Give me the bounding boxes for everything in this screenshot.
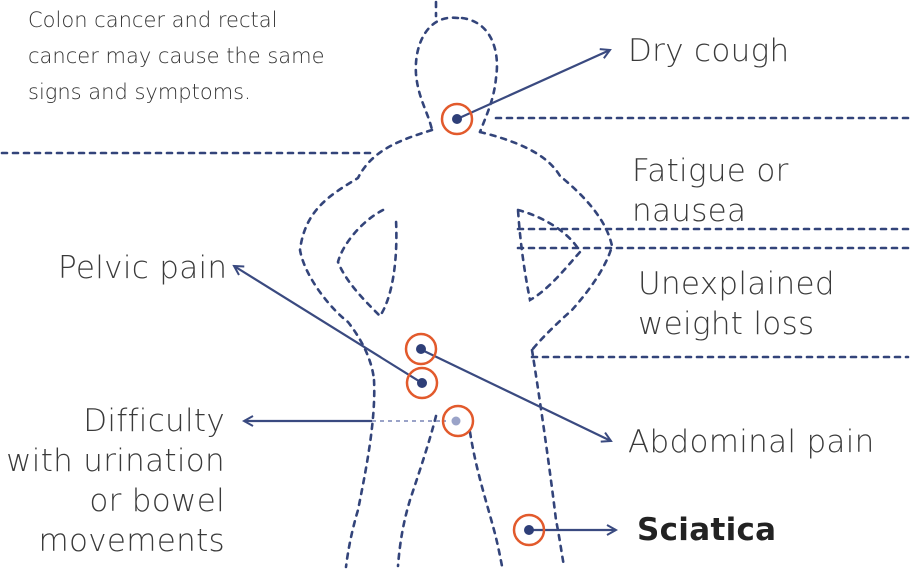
label-difficulty: Difficulty with urination or bowel movem… [6, 401, 225, 561]
intro-note-line: Colon cancer and rectal [28, 2, 325, 38]
marker-abdomen [406, 334, 436, 364]
intro-note: Colon cancer and rectal cancer may cause… [28, 2, 325, 110]
label-dry-cough: Dry cough [628, 31, 789, 71]
label-difficulty-line: or bowel [6, 481, 225, 521]
left-shoulder-outline [300, 130, 432, 380]
label-abdominal-pain: Abdominal pain [628, 422, 875, 462]
right-leg-outer [532, 350, 564, 566]
label-weight-loss-line: weight loss [638, 304, 835, 344]
right-arm-gap [518, 210, 580, 300]
label-difficulty-line: with urination [6, 441, 225, 481]
label-pelvic-pain: Pelvic pain [58, 248, 227, 288]
label-weight-loss-line: Unexplained [638, 264, 835, 304]
left-leg-outer [346, 380, 374, 567]
arrow-abdominal-pain [422, 350, 611, 441]
label-fatigue-nausea: Fatigue or nausea [632, 151, 911, 231]
right-shoulder-outline [480, 132, 612, 350]
marker-neck [442, 104, 472, 134]
label-weight-loss: Unexplained weight loss [638, 264, 835, 344]
label-sciatica: Sciatica [637, 510, 776, 550]
left-arm-gap [338, 210, 396, 316]
right-leg-inner [470, 432, 502, 566]
marker-groin [443, 406, 473, 436]
intro-note-line: cancer may cause the same [28, 38, 325, 74]
arrow-dry-cough [457, 50, 610, 119]
label-difficulty-line: Difficulty [6, 401, 225, 441]
marker-pelvis [407, 368, 437, 398]
left-leg-inner [398, 416, 436, 566]
intro-note-line: signs and symptoms. [28, 74, 325, 110]
arrow-pelvic-pain [234, 266, 422, 383]
head-outline [416, 2, 458, 130]
label-difficulty-line: movements [6, 521, 225, 561]
